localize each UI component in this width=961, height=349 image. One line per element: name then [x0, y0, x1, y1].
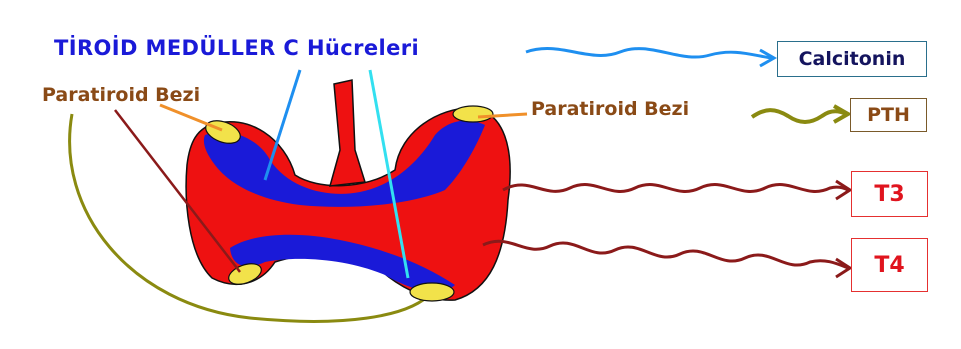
c-cells-title: TİROİD MEDÜLLER C Hücreleri	[54, 36, 419, 60]
parathyroid-gland-bottom-right	[410, 283, 454, 301]
t4-arrow	[483, 241, 848, 268]
t3-box: T3	[851, 171, 928, 217]
parathyroid-label-left: Paratiroid Bezi	[42, 84, 200, 106]
t3-arrowhead	[836, 181, 850, 199]
t4-arrowhead	[836, 259, 850, 277]
parathyroid-label-right: Paratiroid Bezi	[531, 98, 689, 120]
parathyroid-gland-top-right	[453, 106, 493, 122]
calcitonin-arrow	[526, 49, 772, 58]
pth-box: PTH	[850, 98, 927, 132]
pth-arrow	[752, 110, 846, 122]
t3-arrow	[503, 185, 848, 192]
leader-left-orange	[160, 105, 222, 130]
t4-box: T4	[851, 238, 928, 292]
calcitonin-box: Calcitonin	[777, 41, 927, 77]
pyramidal-lobe	[330, 80, 365, 186]
